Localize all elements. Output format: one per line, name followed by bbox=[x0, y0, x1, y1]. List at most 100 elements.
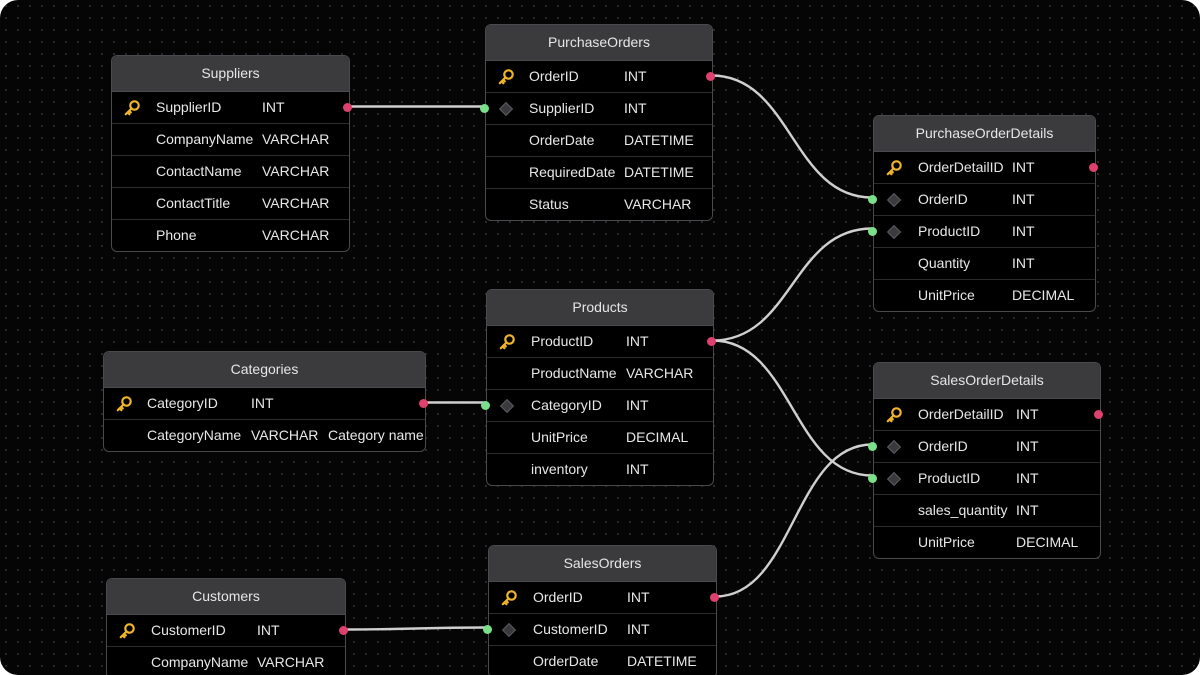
input-connector[interactable] bbox=[480, 104, 489, 113]
column-name: CustomerID bbox=[533, 621, 608, 637]
column-name: OrderID bbox=[529, 68, 579, 84]
foreign-key-icon bbox=[886, 439, 902, 455]
relationship-link[interactable] bbox=[712, 227, 873, 342]
column-name: SupplierID bbox=[529, 100, 595, 116]
output-connector[interactable] bbox=[1094, 410, 1103, 419]
foreign-key-icon bbox=[886, 224, 902, 240]
foreign-key-icon bbox=[499, 398, 515, 414]
relationship-link[interactable] bbox=[715, 443, 873, 598]
relationship-link[interactable] bbox=[344, 626, 488, 631]
primary-key-icon bbox=[118, 622, 136, 640]
column-type: DECIMAL bbox=[626, 429, 689, 445]
input-connector[interactable] bbox=[868, 227, 877, 236]
column-name: ProductID bbox=[918, 470, 981, 486]
column-type: VARCHAR bbox=[626, 365, 694, 381]
input-connector[interactable] bbox=[868, 195, 877, 204]
column-type: INT bbox=[627, 621, 650, 637]
column-name: OrderDate bbox=[529, 132, 595, 148]
input-connector[interactable] bbox=[868, 442, 877, 451]
primary-key-icon bbox=[498, 333, 516, 351]
output-connector[interactable] bbox=[707, 337, 716, 346]
column-type: INT bbox=[262, 99, 285, 115]
output-connector[interactable] bbox=[1089, 163, 1098, 172]
column-type: INT bbox=[626, 333, 649, 349]
table-title[interactable]: PurchaseOrderDetails bbox=[874, 116, 1095, 152]
column-name: CategoryID bbox=[147, 395, 218, 411]
table-title[interactable]: Categories bbox=[104, 352, 425, 388]
table-title[interactable]: Products bbox=[487, 290, 713, 326]
column-row[interactable]: OrderID INT bbox=[486, 61, 715, 92]
column-name: RequiredDate bbox=[529, 164, 616, 180]
table-title[interactable]: Customers bbox=[107, 579, 345, 615]
output-connector[interactable] bbox=[710, 593, 719, 602]
column-name: CategoryID bbox=[531, 397, 602, 413]
column-type: VARCHAR bbox=[262, 163, 330, 179]
table-title[interactable]: Suppliers bbox=[112, 56, 349, 92]
table-title[interactable]: SalesOrderDetails bbox=[874, 363, 1100, 399]
column-row[interactable]: OrderID INT bbox=[868, 183, 1095, 215]
primary-key-icon bbox=[115, 395, 133, 413]
column-type: DATETIME bbox=[624, 132, 694, 148]
relationship-link[interactable] bbox=[712, 339, 873, 477]
output-connector[interactable] bbox=[706, 72, 715, 81]
column-type: INT bbox=[624, 68, 647, 84]
primary-key-icon bbox=[885, 159, 903, 177]
column-row[interactable]: SupplierID INT bbox=[480, 92, 712, 124]
column-type: INT bbox=[624, 100, 647, 116]
column-type: VARCHAR bbox=[257, 654, 325, 670]
table-title[interactable]: SalesOrders bbox=[489, 546, 716, 582]
column-name: Quantity bbox=[918, 255, 971, 271]
table-title[interactable]: PurchaseOrders bbox=[486, 25, 712, 61]
output-connector[interactable] bbox=[419, 399, 428, 408]
column-name: OrderID bbox=[918, 191, 968, 207]
input-connector[interactable] bbox=[481, 401, 490, 410]
input-connector[interactable] bbox=[483, 625, 492, 634]
column-type: INT bbox=[1012, 191, 1035, 207]
output-connector[interactable] bbox=[339, 626, 348, 635]
column-row[interactable]: CustomerID INT bbox=[483, 613, 716, 645]
input-connector[interactable] bbox=[868, 474, 877, 483]
relationship-link[interactable] bbox=[711, 74, 873, 199]
output-connector[interactable] bbox=[343, 103, 352, 112]
column-type: INT bbox=[626, 461, 649, 477]
column-row[interactable]: OrderDate DATETIME bbox=[486, 124, 712, 156]
